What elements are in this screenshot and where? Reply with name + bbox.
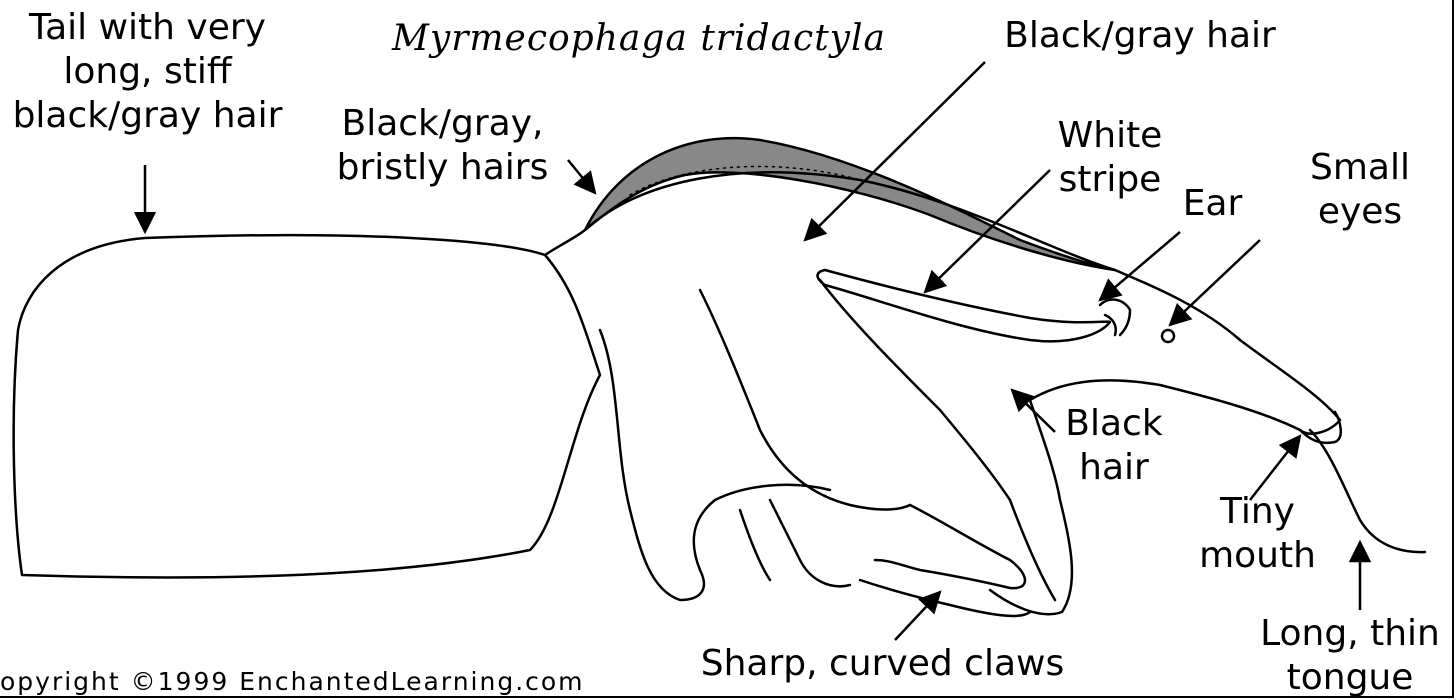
front-leg (820, 280, 1055, 600)
label-tongue: Long, thin tongue (1250, 612, 1450, 700)
label-small-eyes: Small eyes (1300, 146, 1420, 234)
bristly-mane (585, 138, 1115, 270)
snout (1300, 412, 1341, 443)
label-bristly-hairs: Black/gray, bristly hairs (325, 102, 560, 190)
diagram-title: Myrmecophaga tridactyla (392, 18, 886, 59)
label-tail: Tail with very long, stiff black/gray ha… (5, 6, 290, 138)
arrow-black-hair (1012, 390, 1055, 432)
arrow-ear (1100, 232, 1180, 300)
copyright-notice: opyright ©1999 EnchantedLearning.com (0, 667, 585, 696)
arrow-claws (895, 592, 940, 640)
label-black-hair: Black hair (1055, 402, 1173, 490)
label-white-stripe: White stripe (1050, 114, 1170, 202)
tongue (1310, 430, 1425, 552)
hind-leg (600, 330, 830, 600)
arrow-bristly (568, 160, 595, 193)
label-claws: Sharp, curved claws (685, 642, 1080, 686)
arrow-stripe (925, 170, 1050, 292)
ear (1100, 300, 1130, 335)
label-tiny-mouth: Tiny mouth (1195, 490, 1320, 578)
anteater-tail (14, 235, 600, 577)
label-back-hair: Black/gray hair (995, 14, 1285, 58)
eye (1162, 330, 1174, 342)
arrow-eyes (1170, 240, 1260, 325)
label-ear: Ear (1175, 182, 1250, 226)
